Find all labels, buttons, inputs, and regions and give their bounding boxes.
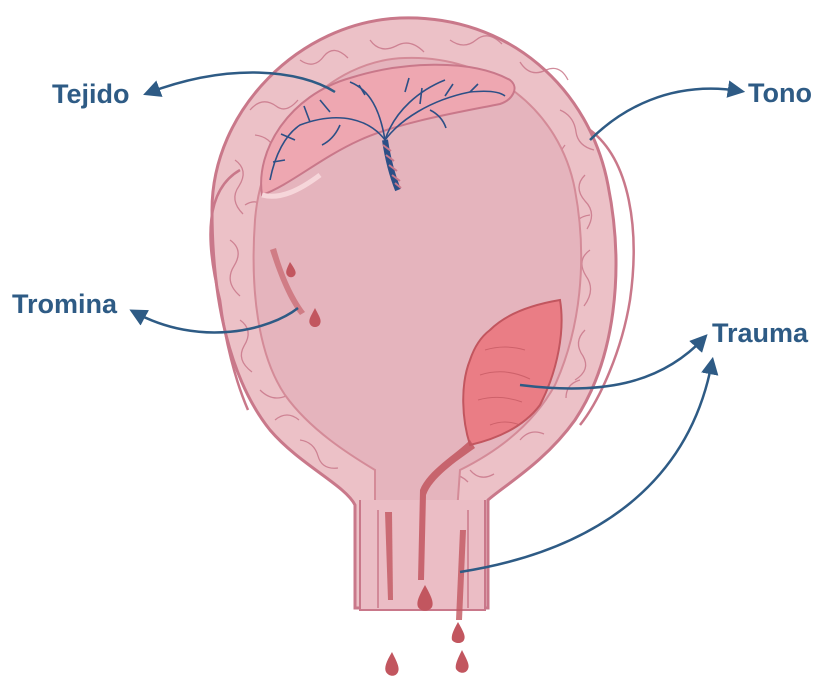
- blood-drop: [452, 622, 465, 643]
- label-tono: Tono: [748, 78, 812, 108]
- blood-drop: [385, 652, 398, 676]
- blood-drop: [456, 650, 469, 673]
- label-tromina: Tromina: [12, 289, 118, 319]
- label-trauma: Trauma: [712, 318, 809, 348]
- label-tejido: Tejido: [52, 79, 130, 109]
- tono-arrow: [590, 89, 740, 140]
